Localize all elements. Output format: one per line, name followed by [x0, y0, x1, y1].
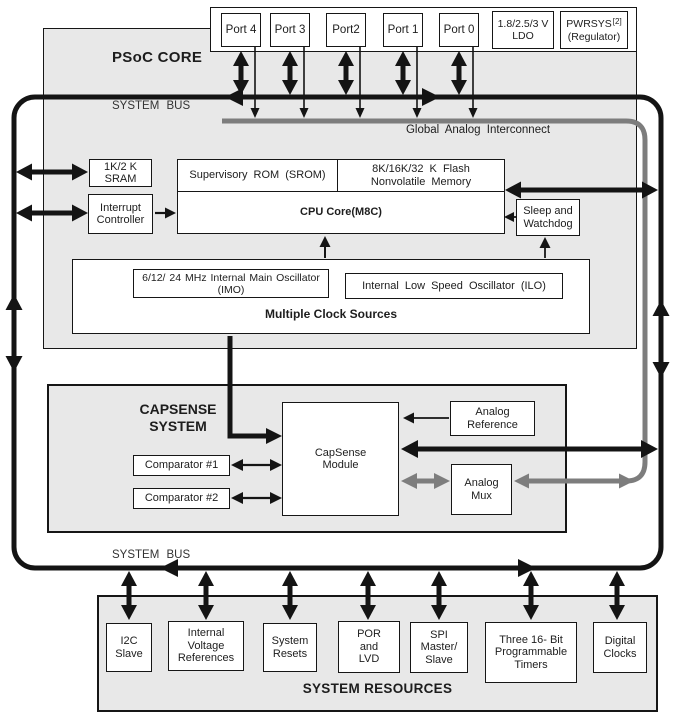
srom-cell: Supervisory ROM (SROM) — [178, 160, 338, 191]
por-line1: POR — [357, 628, 381, 641]
capsense-module-line2: Module — [322, 459, 359, 471]
ivr-line1: Internal — [187, 627, 225, 640]
spi-line2: Master/ — [420, 641, 458, 654]
srom-label: Supervisory ROM (SROM) — [189, 169, 326, 181]
sleep-watchdog-box: Sleep and Watchdog — [516, 199, 580, 236]
ilo-label: Internal Low Speed Oscillator (ILO) — [362, 279, 546, 292]
i2c-line1: I2C — [120, 635, 138, 647]
capsense-module-box: CapSense Module — [282, 402, 399, 516]
cpu-core-cell: CPU Core(M8C) — [178, 191, 504, 233]
pwrsys-box: PWRSYS[2] (Regulator) — [560, 11, 628, 49]
analog-reference-line1: Analog — [475, 406, 510, 418]
port-3-label: Port 3 — [274, 23, 306, 36]
i2c-line2: Slave — [115, 647, 143, 660]
sram-line2: SRAM — [104, 173, 137, 185]
analog-mux-line2: Mux — [471, 489, 492, 502]
psoc-core-title: PSoC CORE — [112, 49, 203, 66]
por-line3: LVD — [358, 653, 380, 666]
ivr-line3: References — [177, 652, 235, 665]
port-2-label: Port2 — [332, 23, 360, 36]
port-4-label: Port 4 — [225, 23, 257, 36]
analog-reference-box: Analog Reference — [450, 401, 535, 436]
ilo-box: Internal Low Speed Oscillator (ILO) — [345, 273, 563, 299]
global-analog-interconnect-label: Global Analog Interconnect — [405, 124, 551, 136]
port-2-box: Port2 — [326, 13, 366, 47]
comparator-2-box: Comparator #2 — [133, 488, 230, 509]
capsense-title-line1: CAPSENSE — [139, 401, 217, 417]
sram-box: 1K/2 K SRAM — [89, 159, 152, 187]
por-lvd-box: POR and LVD — [338, 621, 400, 673]
flash-line1: 8K/16K/32 K Flash — [372, 162, 470, 175]
timers-line1: Three 16- Bit — [499, 633, 563, 646]
ldo-line2: LDO — [512, 30, 534, 42]
i2c-slave-box: I2C Slave — [106, 623, 152, 672]
por-line2: and — [359, 640, 379, 653]
flash-line2: Nonvolatile Memory — [370, 175, 472, 188]
port-1-label: Port 1 — [387, 23, 419, 36]
comparator-1-box: Comparator #1 — [133, 455, 230, 476]
resets-line1: System — [271, 635, 309, 647]
system-bus-label-top: SYSTEM BUS — [112, 100, 191, 112]
imo-box: 6/12/ 24 MHz Internal Main Oscillator (I… — [133, 269, 329, 298]
ivr-line2: Voltage — [187, 639, 225, 652]
pwrsys-line2: (Regulator) — [567, 30, 621, 43]
pwrsys-line1: PWRSYS[2] — [566, 16, 622, 30]
imo-line2: (IMO) — [217, 283, 245, 296]
system-resets-box: System Resets — [263, 623, 317, 672]
timers-line2: Programmable — [494, 646, 568, 659]
digclk-line1: Digital — [604, 635, 636, 647]
interrupt-controller-box: Interrupt Controller — [88, 194, 153, 234]
timers-line3: Timers — [514, 658, 548, 671]
system-resources-title: SYSTEM RESOURCES — [302, 681, 453, 696]
analog-reference-line2: Reference — [467, 418, 518, 431]
ldo-box: 1.8/2.5/3 V LDO — [492, 11, 554, 49]
system-bus-label-bottom: SYSTEM BUS — [112, 549, 191, 561]
flash-cell: 8K/16K/32 K Flash Nonvolatile Memory — [338, 160, 504, 191]
interrupt-controller-line1: Interrupt — [100, 201, 141, 214]
ldo-line1: 1.8/2.5/3 V — [497, 18, 549, 30]
port-0-label: Port 0 — [443, 23, 475, 36]
analog-mux-line1: Analog — [464, 477, 499, 489]
pwrsys-footnote: [2] — [612, 16, 622, 26]
programmable-timers-box: Three 16- Bit Programmable Timers — [485, 622, 577, 683]
digital-clocks-box: Digital Clocks — [593, 622, 647, 673]
capsense-module-line1: CapSense — [314, 446, 367, 459]
cpu-core-label: CPU Core(M8C) — [300, 206, 382, 218]
port-0-box: Port 0 — [439, 13, 479, 47]
digclk-line2: Clocks — [603, 647, 637, 660]
imo-line1: 6/12/ 24 MHz Internal Main Oscillator — [142, 271, 320, 284]
comparator-1-label: Comparator #1 — [144, 459, 219, 472]
analog-mux-box: Analog Mux — [451, 464, 512, 515]
spi-line3: Slave — [425, 653, 453, 666]
spi-line1: SPI — [430, 628, 448, 641]
capsense-title-line2: SYSTEM — [149, 418, 207, 434]
comparator-2-label: Comparator #2 — [144, 492, 219, 505]
cpu-memory-block: Supervisory ROM (SROM) 8K/16K/32 K Flash… — [177, 159, 505, 234]
internal-voltage-references-box: Internal Voltage References — [168, 621, 244, 671]
sram-line1: 1K/2 K — [103, 160, 138, 173]
spi-master-slave-box: SPI Master/ Slave — [410, 622, 468, 673]
port-3-box: Port 3 — [270, 13, 310, 47]
capsense-title: CAPSENSE SYSTEM — [98, 401, 258, 435]
interrupt-controller-line2: Controller — [96, 214, 145, 226]
sleep-watchdog-line1: Sleep and — [523, 205, 573, 217]
resets-line2: Resets — [272, 647, 308, 660]
multiple-clock-sources-label: Multiple Clock Sources — [264, 307, 398, 321]
port-1-box: Port 1 — [383, 13, 423, 47]
port-4-box: Port 4 — [221, 13, 261, 47]
sleep-watchdog-line2: Watchdog — [523, 217, 573, 230]
